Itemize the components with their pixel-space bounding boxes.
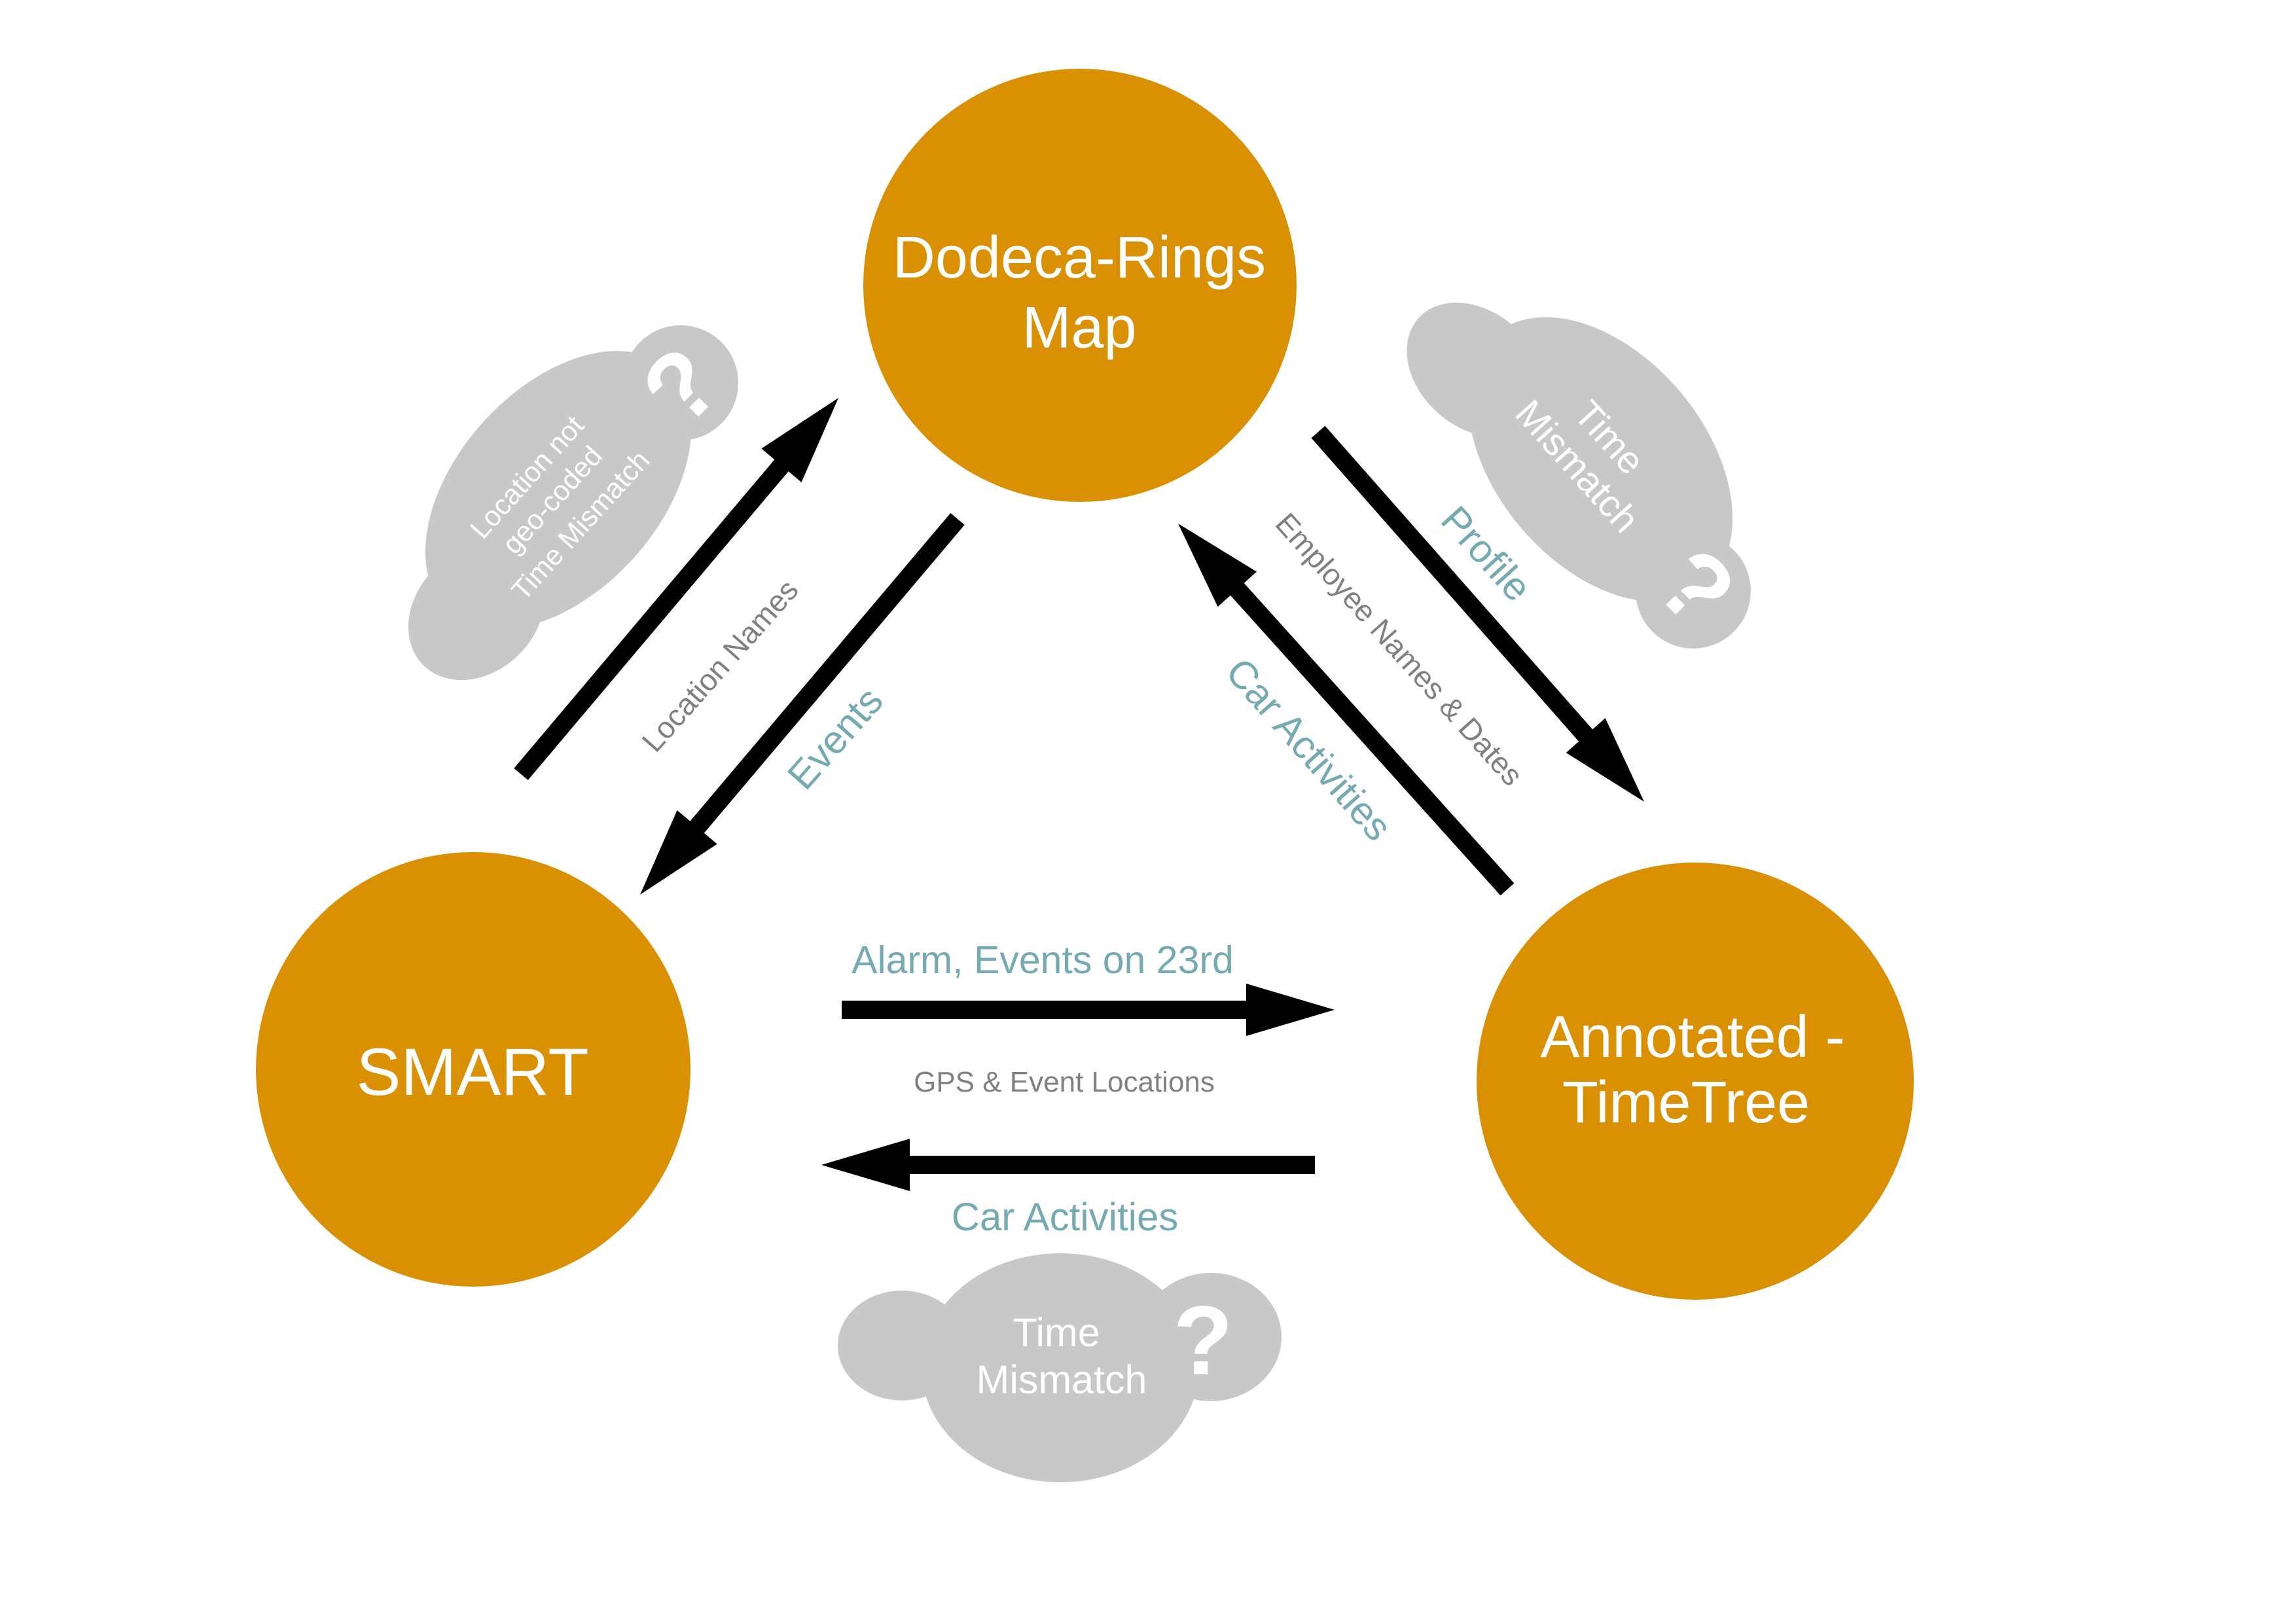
issue-cloud-dodeca-timetree: Time Mismatch ?: [1407, 302, 1757, 649]
arrow-dodeca-to-timetree: [1311, 425, 1644, 802]
node-label: Dodeca-Rings: [893, 225, 1266, 291]
flow-label-gps-event-locations: GPS & Event Locations: [914, 1066, 1215, 1098]
issue-cloud-smart-timetree: Time Mismatch ?: [838, 1253, 1282, 1482]
cloud-body: [1467, 317, 1733, 602]
node-label: Annotated -: [1540, 1005, 1844, 1070]
node-smart[interactable]: SMART: [256, 852, 691, 1287]
cloud-body: [922, 1253, 1199, 1482]
node-label: Map: [1022, 295, 1136, 361]
flow-label-car-activities-bottom: Car Activities: [952, 1195, 1179, 1239]
node-circle[interactable]: [863, 69, 1297, 502]
arrow-smart-to-dodeca: [514, 398, 838, 780]
node-dodeca-rings-map[interactable]: Dodeca-Rings Map: [863, 69, 1297, 502]
node-circle[interactable]: [256, 852, 691, 1287]
arrow-smart-to-timetree: [842, 984, 1335, 1036]
issue-text-line: Mismatch: [977, 1357, 1147, 1402]
node-label: SMART: [356, 1035, 588, 1109]
arrow-timetree-to-dodeca: [1178, 524, 1515, 896]
arrow-timetree-to-smart: [821, 1139, 1315, 1191]
node-label: TimeTree: [1562, 1070, 1810, 1135]
arrow-dodeca-to-smart: [640, 513, 965, 895]
flow-label-alarm-events: Alarm, Events on 23rd: [852, 938, 1234, 982]
issue-cloud-smart-dodeca: Location not geo-coded Time Mismatch ?: [408, 325, 741, 681]
node-annotated-timetree[interactable]: Annotated - TimeTree: [1477, 863, 1914, 1300]
question-mark-icon: ?: [1173, 1285, 1233, 1395]
node-circle[interactable]: [1477, 863, 1914, 1300]
cloud-body: [425, 351, 692, 630]
issue-text-line: Time: [1013, 1310, 1100, 1355]
